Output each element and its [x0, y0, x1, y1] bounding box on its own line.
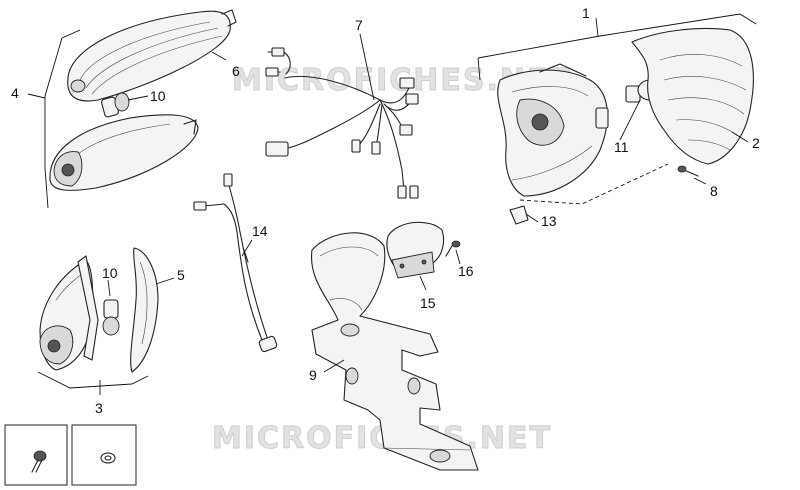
part-16-screw	[445, 240, 461, 257]
label-15: 15	[420, 295, 436, 311]
label-16: 16	[458, 263, 474, 279]
part-10-bulb-top	[101, 92, 130, 118]
label-14: 14	[252, 223, 268, 239]
label-10-bottom: 10	[102, 265, 118, 281]
part-9-plate-bracket	[310, 232, 479, 471]
label-5: 5	[177, 267, 185, 283]
label-11: 11	[614, 139, 629, 155]
part-6-indicator-lens	[67, 9, 237, 102]
part-15-license-lamp	[386, 221, 445, 279]
label-1: 1	[582, 5, 590, 21]
leader-lines	[27, 17, 749, 395]
part-14-wire	[193, 173, 278, 353]
part-1-headlight-housing	[497, 63, 609, 197]
inset-box-17	[71, 424, 137, 486]
part-10-bulb-bottom	[102, 299, 120, 336]
label-6: 6	[232, 63, 240, 79]
part-5-rear-lens	[130, 247, 159, 373]
part-8-screw	[677, 165, 699, 177]
part-2-headlight-lens	[631, 27, 754, 165]
label-9: 9	[309, 367, 317, 383]
inset-box-12	[4, 424, 68, 486]
part-rear-reflector-strip	[77, 255, 99, 361]
group-1-bracket	[477, 13, 757, 81]
part-indicator-housing-rear	[39, 259, 94, 371]
part-7-wiring-harness	[265, 47, 419, 199]
label-10-top: 10	[150, 88, 166, 104]
label-13: 13	[541, 213, 557, 229]
part-indicator-housing	[49, 114, 199, 191]
label-2: 2	[752, 135, 760, 151]
label-4: 4	[11, 85, 19, 101]
label-7: 7	[355, 17, 363, 33]
label-8: 8	[710, 183, 718, 199]
group-3-bracket	[37, 371, 149, 389]
label-3: 3	[95, 400, 103, 416]
group-4-bracket	[44, 29, 81, 209]
part-13-clip	[509, 205, 529, 225]
